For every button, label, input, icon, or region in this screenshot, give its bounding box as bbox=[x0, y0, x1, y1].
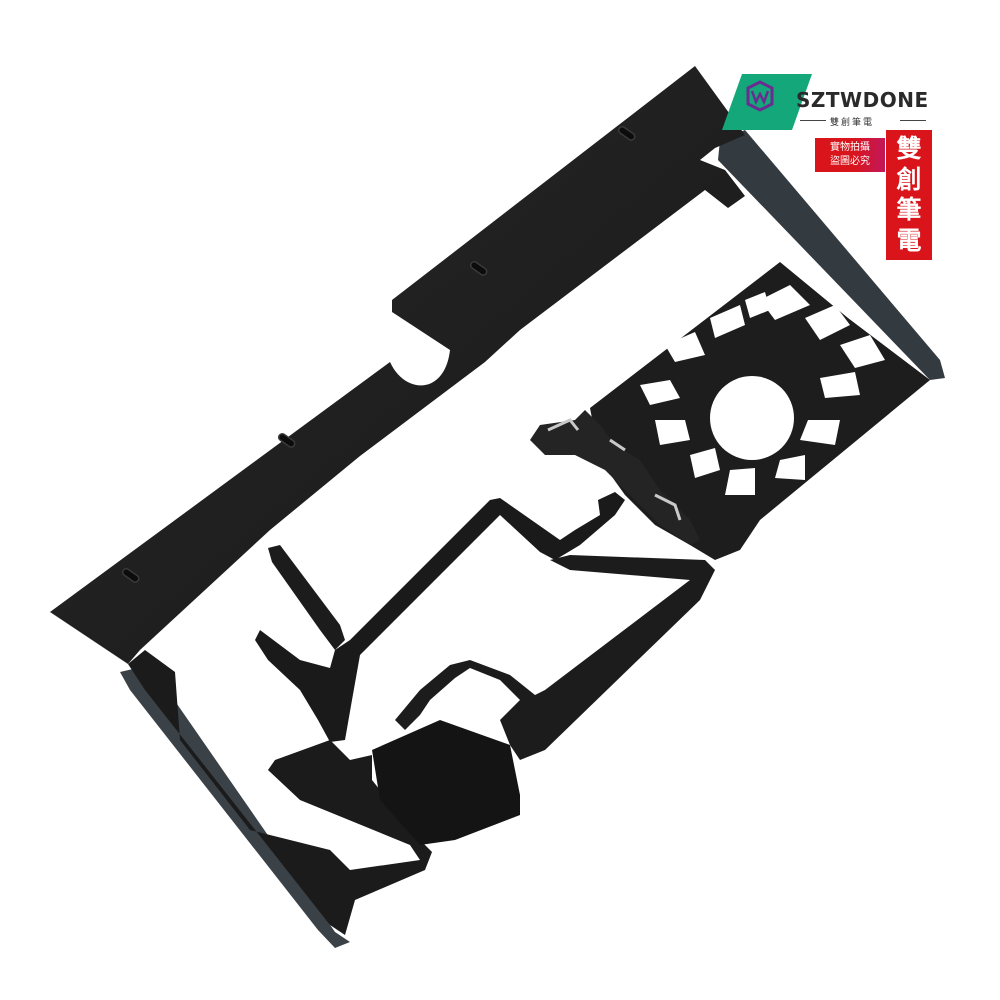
bracket-square-pad bbox=[372, 720, 520, 845]
stamp-line-1: 實物拍攝 bbox=[830, 142, 870, 153]
photo-stamp: 實物拍攝 盜圖必究 bbox=[815, 138, 885, 172]
brand-divider-right bbox=[900, 120, 926, 121]
brand-watermark: SZTWDONE 雙創筆電 bbox=[712, 74, 934, 130]
bracket-cable-strip bbox=[395, 555, 715, 760]
vstamp-char-2: 創 bbox=[896, 164, 922, 194]
slot-holes bbox=[121, 126, 636, 583]
bracket-left-frame bbox=[128, 650, 432, 935]
brand-subtitle: 雙創筆電 bbox=[830, 118, 875, 128]
brand-name: SZTWDONE bbox=[796, 88, 929, 112]
brand-divider-left bbox=[800, 120, 826, 121]
vertical-stamp: 雙 創 筆 電 bbox=[886, 130, 932, 260]
w-logo-icon bbox=[722, 74, 812, 130]
vstamp-char-4: 電 bbox=[896, 225, 922, 255]
bracket-strut-upper bbox=[268, 545, 345, 650]
vstamp-char-3: 筆 bbox=[896, 195, 922, 225]
bracket-clip-area bbox=[530, 410, 700, 545]
mesh-holes bbox=[640, 285, 885, 495]
bracket-strut-mid bbox=[255, 492, 625, 742]
metal-clips bbox=[547, 418, 682, 521]
stamp-line-2: 盜圖必究 bbox=[830, 156, 870, 167]
bracket-right-edge bbox=[718, 130, 945, 380]
bracket-top-panel bbox=[50, 66, 745, 664]
vstamp-char-1: 雙 bbox=[896, 134, 922, 164]
